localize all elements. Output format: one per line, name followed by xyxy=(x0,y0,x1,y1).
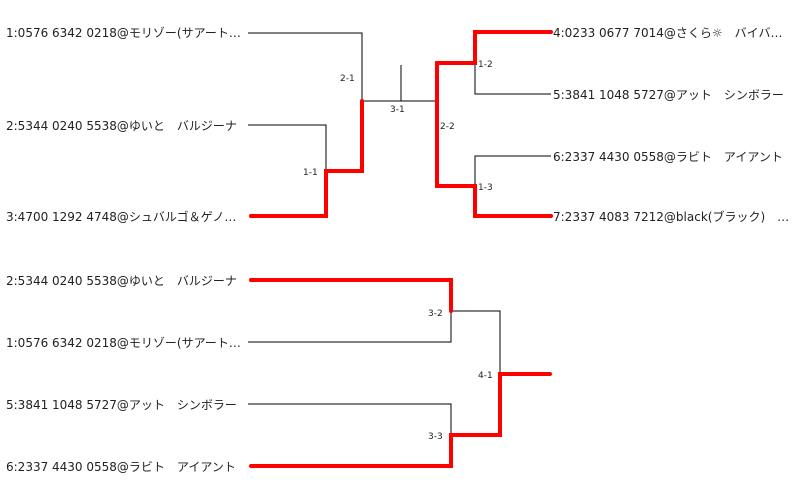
line-l2-to-3-2 xyxy=(248,311,452,343)
lower-player-3: 5:3841 1048 5727@アット シンボラー xyxy=(6,398,237,412)
lower-player-2: 1:0576 6342 0218@モリゾー(サアート… xyxy=(6,336,241,350)
match-label-3-1: 3-1 xyxy=(390,105,405,115)
upper-player-6: 6:2337 4430 0558@ラビト アイアント xyxy=(553,150,783,164)
upper-bracket-lines xyxy=(248,32,551,186)
match-label-2-1: 2-1 xyxy=(340,74,355,84)
win-path-l4 xyxy=(249,372,552,468)
match-label-3-3: 3-3 xyxy=(428,432,443,442)
win-path-p3 xyxy=(249,99,364,218)
line-3-2-to-4-1 xyxy=(451,310,501,374)
match-label-1-2: 1-2 xyxy=(478,60,493,70)
upper-players: 1:0576 6342 0218@モリゾー(サアート… 2:5344 0240 … xyxy=(6,26,789,224)
lower-bracket-winner-lines xyxy=(249,278,552,468)
lower-player-4: 6:2337 4430 0558@ラビト アイアント xyxy=(6,460,236,474)
lower-match-labels: 3-2 3-3 4-1 xyxy=(428,309,493,442)
line-p2-to-1-1 xyxy=(248,124,327,171)
win-path-p7 xyxy=(435,99,553,218)
upper-player-2: 2:5344 0240 5538@ゆいと バルジーナ xyxy=(6,119,237,133)
upper-player-5: 5:3841 1048 5727@アット シンボラー xyxy=(553,88,784,102)
line-p1-to-2-1 xyxy=(248,32,363,101)
line-l3-to-3-3 xyxy=(248,403,452,435)
line-p5-to-1-2 xyxy=(474,63,551,95)
win-path-p4 xyxy=(435,30,553,103)
match-label-1-1: 1-1 xyxy=(303,168,318,178)
upper-match-labels: 1-1 2-1 3-1 2-2 1-2 1-3 xyxy=(303,60,493,193)
upper-bracket-winner-lines xyxy=(249,30,553,218)
lower-player-1: 2:5344 0240 5538@ゆいと バルジーナ xyxy=(6,274,237,288)
lower-players: 2:5344 0240 5538@ゆいと バルジーナ 1:0576 6342 0… xyxy=(6,274,241,474)
lower-bracket-lines xyxy=(248,310,501,435)
upper-player-1: 1:0576 6342 0218@モリゾー(サアート… xyxy=(6,26,241,40)
match-label-2-2: 2-2 xyxy=(440,122,455,132)
match-label-4-1: 4-1 xyxy=(478,371,493,381)
match-label-1-3: 1-3 xyxy=(478,183,493,193)
line-p6-to-1-3 xyxy=(474,155,551,186)
upper-player-3: 3:4700 1292 4748@シュバルゴ＆ゲノ… xyxy=(6,209,236,224)
upper-player-7: 7:2337 4083 7212@black(ブラック) … xyxy=(553,209,789,224)
upper-player-4: 4:0233 0677 7014@さくら☼ バイバ… xyxy=(553,26,782,40)
win-path-l1 xyxy=(249,278,453,313)
match-label-3-2: 3-2 xyxy=(428,309,443,319)
